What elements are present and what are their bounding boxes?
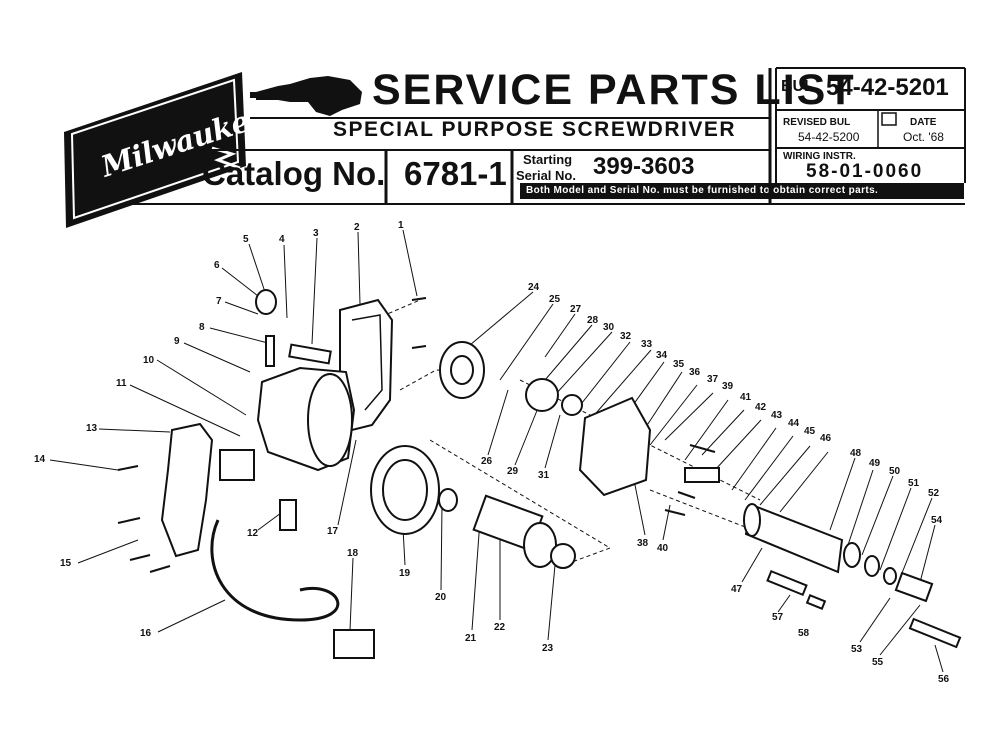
callout-5: 5: [243, 234, 249, 245]
callout-10: 10: [143, 355, 155, 366]
callout-45: 45: [804, 426, 816, 437]
callout-46: 46: [820, 433, 832, 444]
callout-18: 18: [347, 548, 359, 559]
callout-21: 21: [465, 633, 477, 644]
page-title: SERVICE PARTS LIST: [372, 66, 856, 114]
tool-subtitle: SPECIAL PURPOSE SCREWDRIVER: [333, 118, 737, 141]
callout-57: 57: [772, 612, 784, 623]
callout-19: 19: [399, 568, 411, 579]
callout-13: 13: [86, 423, 98, 434]
callout-9: 9: [174, 336, 180, 347]
bul-label: BUL.: [781, 78, 819, 95]
callout-39: 39: [722, 381, 734, 392]
callout-32: 32: [620, 331, 632, 342]
callout-6: 6: [214, 260, 220, 271]
callout-31: 31: [538, 470, 550, 481]
starting-label: Starting: [523, 152, 573, 167]
serial-number: 399-3603: [593, 153, 695, 180]
callout-26: 26: [481, 456, 493, 467]
callout-28: 28: [587, 315, 599, 326]
callout-37: 37: [707, 374, 719, 385]
callout-2: 2: [354, 222, 360, 233]
callout-43: 43: [771, 410, 783, 421]
callout-40: 40: [657, 543, 669, 554]
callout-27: 27: [570, 304, 582, 315]
callout-56: 56: [938, 674, 950, 685]
callout-30: 30: [603, 322, 615, 333]
callout-15: 15: [60, 558, 72, 569]
revised-label: REVISED BUL: [783, 117, 851, 128]
date-value: Oct. '68: [903, 130, 944, 144]
callout-12: 12: [247, 528, 259, 539]
callout-49: 49: [869, 458, 881, 469]
callout-4: 4: [279, 234, 285, 245]
drill-icon: [250, 76, 362, 116]
callout-25: 25: [549, 294, 561, 305]
callout-36: 36: [689, 367, 701, 378]
callout-44: 44: [788, 418, 800, 429]
wiring-label: WIRING INSTR.: [783, 151, 856, 162]
revised-number: 54-42-5200: [798, 130, 860, 144]
callout-24: 24: [528, 282, 540, 293]
serial-label: Serial No.: [516, 168, 576, 183]
callout-42: 42: [755, 402, 767, 413]
callout-34: 34: [656, 350, 668, 361]
callout-14: 14: [34, 454, 46, 465]
callout-22: 22: [494, 622, 506, 633]
callout-58: 58: [798, 628, 810, 639]
wiring-number: 58-01-0060: [806, 161, 924, 182]
callout-41: 41: [740, 392, 752, 403]
callout-51: 51: [908, 478, 920, 489]
callout-8: 8: [199, 322, 205, 333]
bul-number: 54-42-5201: [826, 74, 949, 101]
callout-55: 55: [872, 657, 884, 668]
catalog-label: Catalog No.: [202, 155, 386, 192]
callout-7: 7: [216, 296, 222, 307]
callout-20: 20: [435, 592, 447, 603]
callout-1: 1: [398, 220, 404, 231]
callout-53: 53: [851, 644, 863, 655]
callout-52: 52: [928, 488, 940, 499]
callout-29: 29: [507, 466, 519, 477]
callout-38: 38: [637, 538, 649, 549]
callout-33: 33: [641, 339, 653, 350]
callout-54: 54: [931, 515, 943, 526]
callout-48: 48: [850, 448, 862, 459]
callout-23: 23: [542, 643, 554, 654]
ordering-note: Both Model and Serial No. must be furnis…: [520, 183, 964, 199]
date-label: DATE: [910, 117, 937, 128]
callout-16: 16: [140, 628, 152, 639]
catalog-number: 6781-1: [404, 155, 507, 192]
callout-17: 17: [327, 526, 339, 537]
callout-47: 47: [731, 584, 743, 595]
callout-11: 11: [116, 378, 127, 389]
callout-35: 35: [673, 359, 685, 370]
callout-3: 3: [313, 228, 319, 239]
callout-50: 50: [889, 466, 901, 477]
